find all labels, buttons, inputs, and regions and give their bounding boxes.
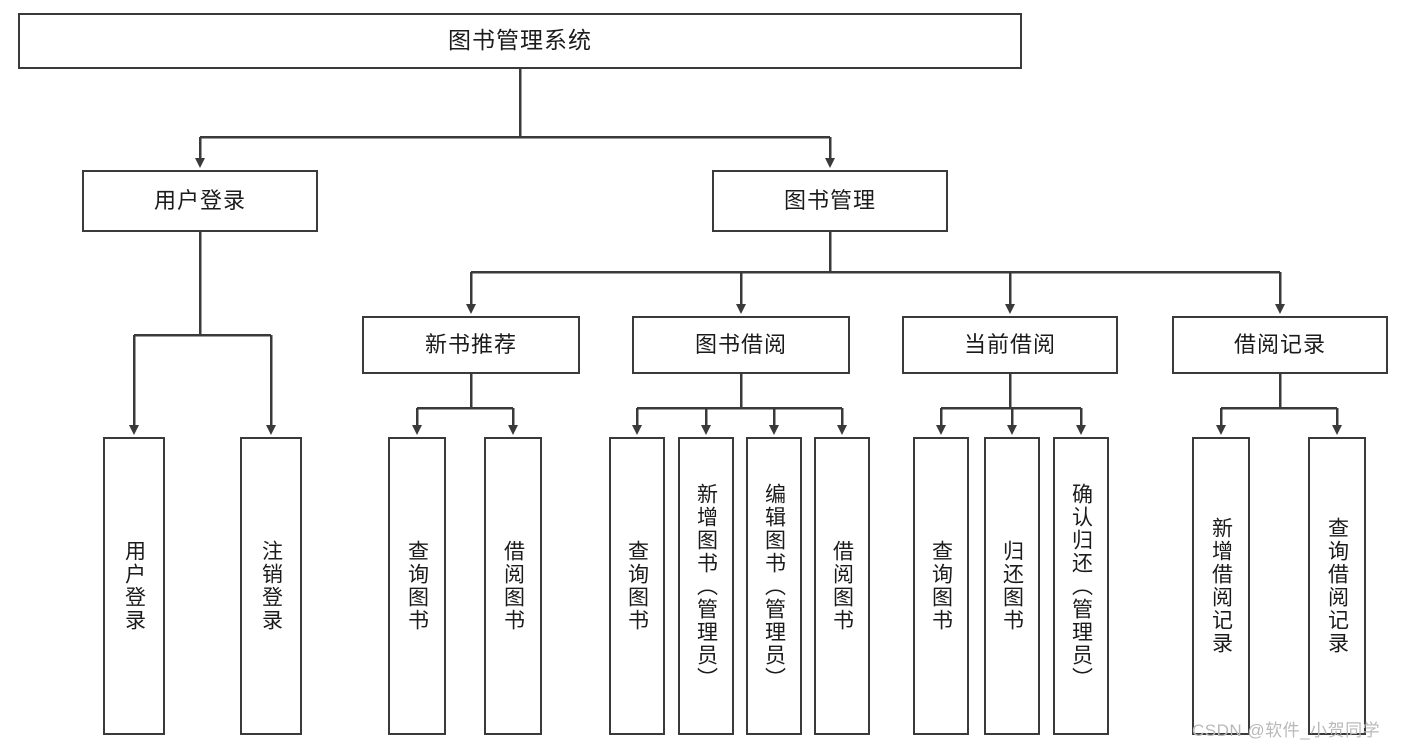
node-leaf-query-book-borrow-label: 查询图书 [625,540,649,632]
node-leaf-confirm-return-admin-label: 确认归还（管理员） [1069,482,1093,690]
node-leaf-add-borrow-record-label: 新增借阅记录 [1209,517,1233,655]
node-book-manage-label: 图书管理 [783,188,876,214]
node-borrow-record[interactable]: 借阅记录 [1172,316,1388,374]
node-new-book-recommend-label: 新书推荐 [424,332,517,358]
node-leaf-add-book-admin[interactable]: 新增图书（管理员） [678,437,734,735]
node-current-borrow[interactable]: 当前借阅 [902,316,1118,374]
node-leaf-query-book-cur[interactable]: 查询图书 [913,437,969,735]
node-leaf-return-book-label: 归还图书 [1000,540,1024,632]
node-leaf-query-book-cur-label: 查询图书 [929,540,953,632]
node-leaf-user-logout-label: 注销登录 [259,540,283,632]
node-leaf-user-login-label: 用户登录 [122,540,146,632]
node-user-login-label: 用户登录 [153,188,246,214]
node-leaf-confirm-return-admin[interactable]: 确认归还（管理员） [1053,437,1109,735]
node-leaf-query-borrow-record[interactable]: 查询借阅记录 [1308,437,1366,735]
node-new-book-recommend[interactable]: 新书推荐 [362,316,580,374]
node-leaf-borrow-book-label: 借阅图书 [830,540,854,632]
node-leaf-add-book-admin-label: 新增图书（管理员） [694,482,718,690]
node-leaf-edit-book-admin[interactable]: 编辑图书（管理员） [746,437,802,735]
node-leaf-query-book-rec[interactable]: 查询图书 [388,437,446,735]
node-leaf-return-book[interactable]: 归还图书 [984,437,1040,735]
node-book-borrow-label: 图书借阅 [694,332,787,358]
node-leaf-user-login[interactable]: 用户登录 [103,437,165,735]
node-leaf-borrow-book-rec[interactable]: 借阅图书 [484,437,542,735]
node-leaf-query-book-rec-label: 查询图书 [405,540,429,632]
node-root-label: 图书管理系统 [448,27,592,54]
node-book-manage[interactable]: 图书管理 [712,170,948,232]
node-current-borrow-label: 当前借阅 [963,332,1056,358]
node-leaf-edit-book-admin-label: 编辑图书（管理员） [762,482,786,690]
node-leaf-user-logout[interactable]: 注销登录 [240,437,302,735]
watermark: CSDN @软件_小贺同学 [1192,721,1381,740]
node-user-login[interactable]: 用户登录 [82,170,318,232]
node-root[interactable]: 图书管理系统 [18,13,1022,69]
node-leaf-borrow-book-rec-label: 借阅图书 [501,540,525,632]
node-leaf-add-borrow-record[interactable]: 新增借阅记录 [1192,437,1250,735]
node-borrow-record-label: 借阅记录 [1233,332,1326,358]
node-leaf-query-borrow-record-label: 查询借阅记录 [1325,517,1349,655]
node-leaf-query-book-borrow[interactable]: 查询图书 [609,437,665,735]
node-book-borrow[interactable]: 图书借阅 [632,316,850,374]
node-leaf-borrow-book[interactable]: 借阅图书 [814,437,870,735]
